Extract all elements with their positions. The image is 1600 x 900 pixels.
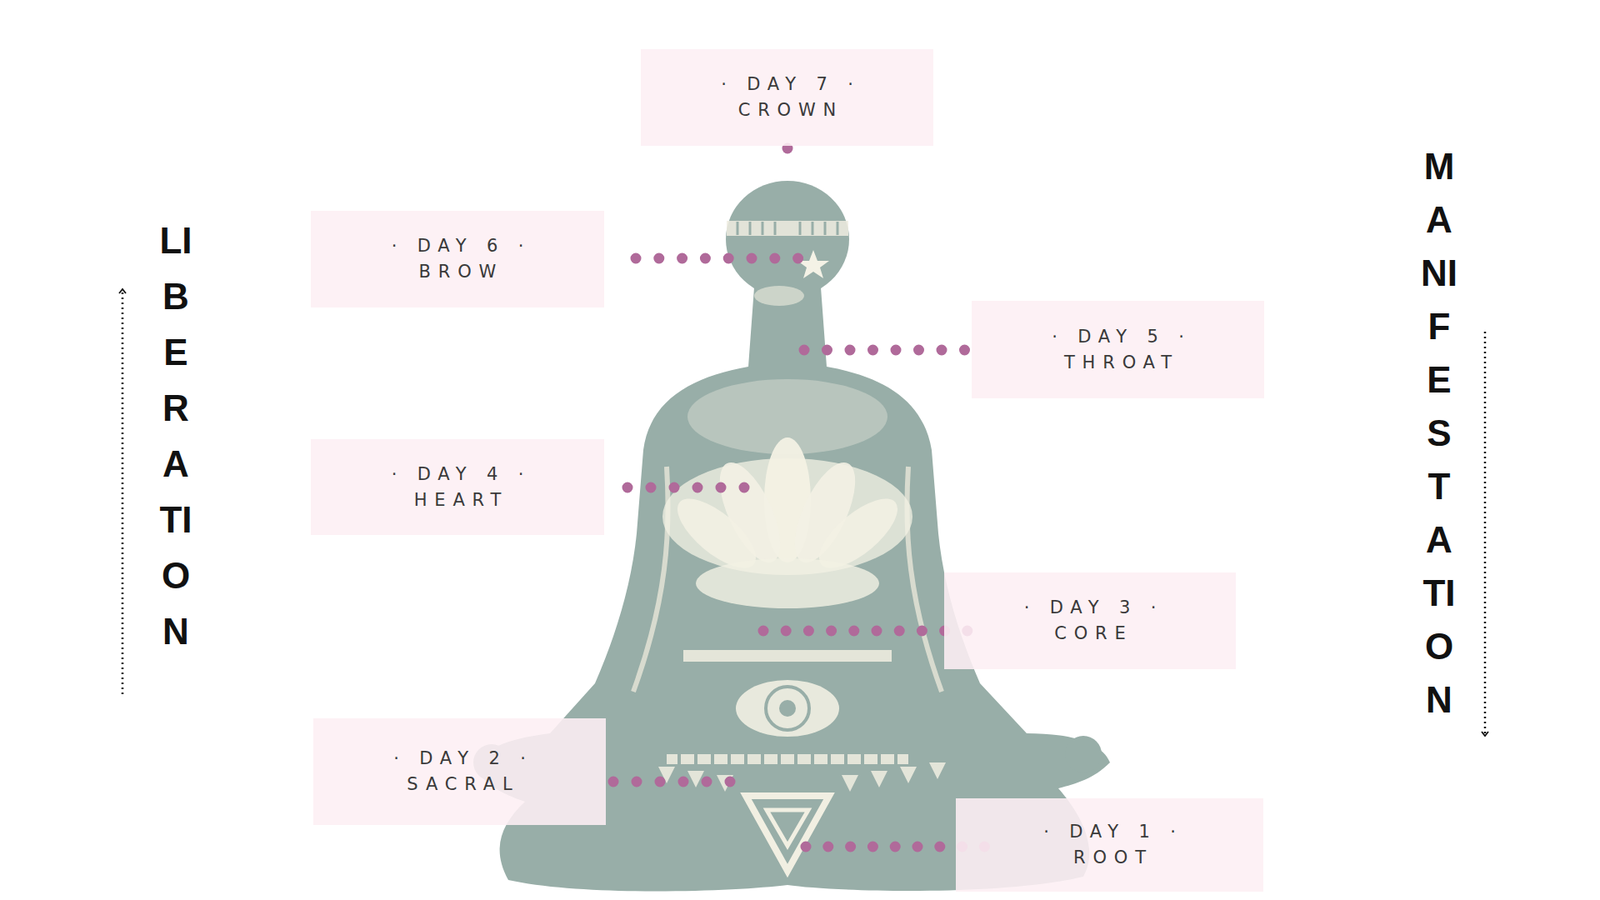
root-triangle-inner [766,810,809,846]
chakra-name: HEART [406,487,509,514]
manifestation-arrow [1484,331,1487,735]
chakra-day-box: · DAY 2 ·SACRAL [313,718,606,825]
chakra-day-box: · DAY 7 ·CROWN [640,49,934,146]
leader-line [763,625,968,637]
day-number: · DAY 1 · [1035,819,1183,845]
face-pattern [754,285,805,306]
headband [726,220,849,236]
belly-eye-iris [765,686,810,730]
belly-eye [735,680,840,737]
chakra-name: SACRAL [400,771,520,798]
chakra-day-box: · DAY 4 ·HEART [310,439,605,535]
chakra-day-box: · DAY 6 ·BROW [310,210,605,308]
day-number: · DAY 7 · [713,71,860,98]
chakra-day-box: · DAY 5 ·THROAT [971,300,1265,399]
vertical-label: LIBERATION [157,212,195,660]
leader-dots [613,148,985,847]
head [725,180,850,298]
band-ticks [679,754,896,765]
leader-line [635,253,799,265]
day-number: · DAY 3 · [1016,595,1164,621]
liberation-arrow [121,290,125,695]
brow-star [797,250,830,279]
chakra-name: CORE [1046,620,1133,647]
headband-ticks [737,221,838,235]
chakra-day-box: · DAY 3 ·CORE [944,572,1236,670]
waist-band [683,650,892,662]
hand [1065,735,1102,773]
leader-line [782,148,794,172]
day-number: · DAY 5 · [1044,324,1191,350]
leader-line [804,345,965,356]
vertical-label: MANIFESTATION [1420,140,1458,727]
lotus [662,379,913,609]
belly-eye-pupil [779,700,796,717]
day-number: · DAY 6 · [384,233,531,260]
chakra-day-box: · DAY 1 ·ROOT [955,798,1264,892]
day-number: · DAY 2 · [385,745,533,772]
leader-line [613,776,754,788]
day-number: · DAY 4 · [384,461,531,488]
root-triangle [745,795,830,871]
waist-band [666,754,909,765]
chakra-name: THROAT [1056,350,1180,376]
arm-line [906,466,942,692]
leg-pattern [658,762,946,792]
arm-line [633,466,669,692]
chakra-name: ROOT [1065,845,1154,871]
leader-line [627,482,768,494]
chakra-name: BROW [411,259,504,285]
chakra-name: CROWN [730,97,844,124]
